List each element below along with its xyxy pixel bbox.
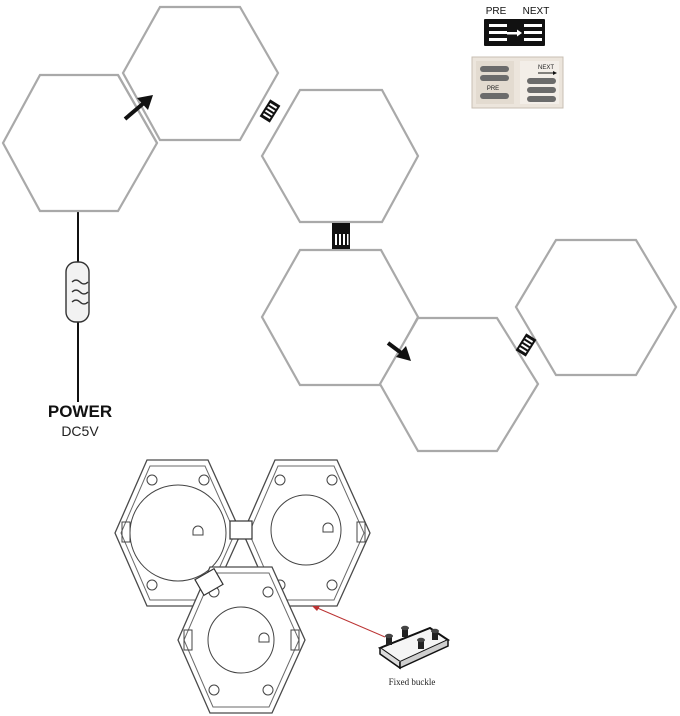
arrow-icon [386,341,411,361]
pre-label: PRE [486,6,507,17]
connector-board-icon [332,223,350,249]
fixed-buckle-icon [377,625,451,670]
buckle-left [194,567,224,597]
fixed-buckle-caption: Fixed buckle [389,677,436,687]
connector-photo: PRE NEXT [471,56,564,109]
hex-light-2 [121,5,280,142]
hex-light-5 [378,316,540,453]
power-label: POWER [48,402,112,421]
buckle-pointer-line [314,606,386,638]
connector-board-icon [515,333,537,357]
photo-next-label: NEXT [538,65,554,71]
hex-light-1 [1,73,159,213]
hex-light-6 [514,238,678,377]
hex-light-3 [260,88,420,224]
next-label: NEXT [523,6,550,17]
arrow-icon [123,95,153,121]
connector-board-icon [259,99,281,123]
buckle-top [229,520,253,540]
power-voltage-label: DC5V [61,423,99,439]
connector-legend: PRE NEXT [484,6,549,46]
back-plate-assembly: Fixed buckle [114,459,451,714]
photo-pre-label: PRE [487,86,499,92]
hex-light-layout: POWER DC5V [1,5,678,453]
controller-icon [65,261,90,323]
